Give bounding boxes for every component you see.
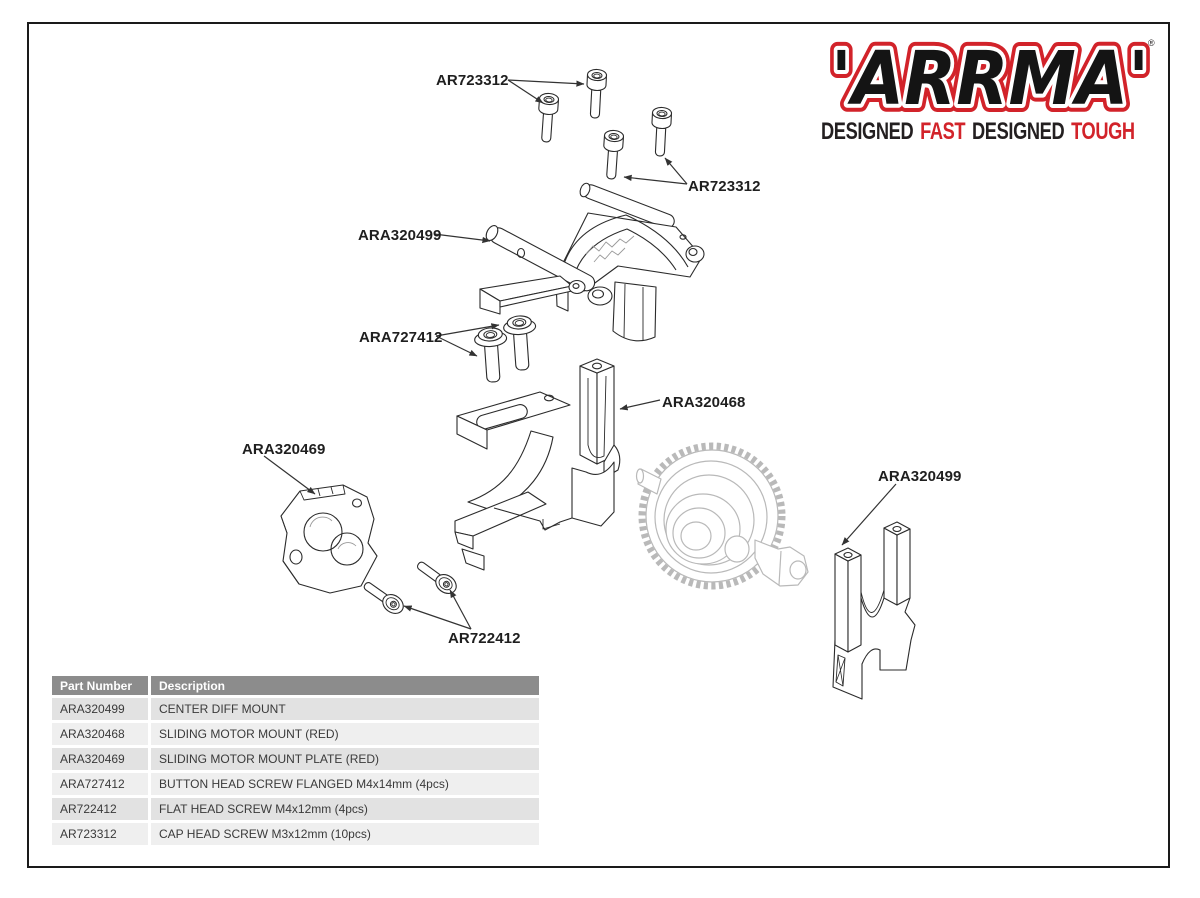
header-description: Description [151, 676, 539, 695]
part-number-cell: AR723312 [52, 823, 148, 845]
part-label-ar723312-top: AR723312 [436, 72, 509, 89]
registered-trademark: ® [1148, 38, 1155, 48]
part-sliding-motor-mount [454, 358, 621, 571]
arrma-logo: 'ARRMA' 'ARRMA' 'ARRMA' ® DESIGNED FAST … [818, 34, 1163, 146]
part-center-diff-mount [479, 182, 705, 342]
logo-tagline: DESIGNED FAST DESIGNED TOUGH [821, 118, 1135, 146]
header-part-number: Part Number [52, 676, 148, 695]
page-border [27, 22, 1170, 868]
tagline-word: TOUGH [1071, 118, 1135, 145]
table-row: ARA320468 SLIDING MOTOR MOUNT (RED) [52, 723, 539, 745]
description-cell: SLIDING MOTOR MOUNT (RED) [151, 723, 539, 745]
leader-lines [263, 79, 897, 630]
part-label-ara727412: ARA727412 [359, 329, 443, 346]
description-cell: CENTER DIFF MOUNT [151, 698, 539, 720]
part-motor-mount-plate [280, 484, 378, 594]
part-label-ar722412: AR722412 [448, 630, 521, 647]
part-label-ara320499-left: ARA320499 [358, 227, 442, 244]
table-row: AR723312 CAP HEAD SCREW M3x12mm (10pcs) [52, 823, 539, 845]
description-cell: FLAT HEAD SCREW M4x12mm (4pcs) [151, 798, 539, 820]
description-cell: CAP HEAD SCREW M3x12mm (10pcs) [151, 823, 539, 845]
table-row: ARA320499 CENTER DIFF MOUNT [52, 698, 539, 720]
table-row: AR722412 FLAT HEAD SCREW M4x12mm (4pcs) [52, 798, 539, 820]
arrma-wordmark: 'ARRMA' 'ARRMA' 'ARRMA' [823, 34, 1157, 120]
tagline-word: DESIGNED [821, 118, 914, 145]
part-label-ara320469: ARA320469 [242, 441, 326, 458]
part-flanged-screws [473, 314, 540, 384]
part-cap-head-screws [535, 68, 673, 181]
part-number-cell: AR722412 [52, 798, 148, 820]
wordmark-outline-red: 'ARRMA' [831, 36, 1149, 120]
table-row: ARA320469 SLIDING MOTOR MOUNT PLATE (RED… [52, 748, 539, 770]
part-label-ara320468: ARA320468 [662, 394, 746, 411]
part-number-cell: ARA320499 [52, 698, 148, 720]
part-label-ar723312-right: AR723312 [688, 178, 761, 195]
parts-table-header: Part Number Description [52, 676, 539, 695]
table-row: ARA727412 BUTTON HEAD SCREW FLANGED M4x1… [52, 773, 539, 795]
tagline-word: FAST [920, 118, 966, 145]
description-cell: BUTTON HEAD SCREW FLANGED M4x14mm (4pcs) [151, 773, 539, 795]
description-cell: SLIDING MOTOR MOUNT PLATE (RED) [151, 748, 539, 770]
parts-table: Part Number Description ARA320499 CENTER… [49, 673, 542, 848]
part-number-cell: ARA320469 [52, 748, 148, 770]
part-number-cell: ARA320468 [52, 723, 148, 745]
wordmark-outline-white: 'ARRMA' [831, 36, 1149, 120]
part-spur-gear-diff [635, 442, 809, 590]
part-number-cell: ARA727412 [52, 773, 148, 795]
wordmark-fill: 'ARRMA' [831, 36, 1149, 120]
part-center-diff-mount-bracket [832, 521, 916, 700]
tagline-word: DESIGNED [972, 118, 1065, 145]
part-label-ara320499-right: ARA320499 [878, 468, 962, 485]
